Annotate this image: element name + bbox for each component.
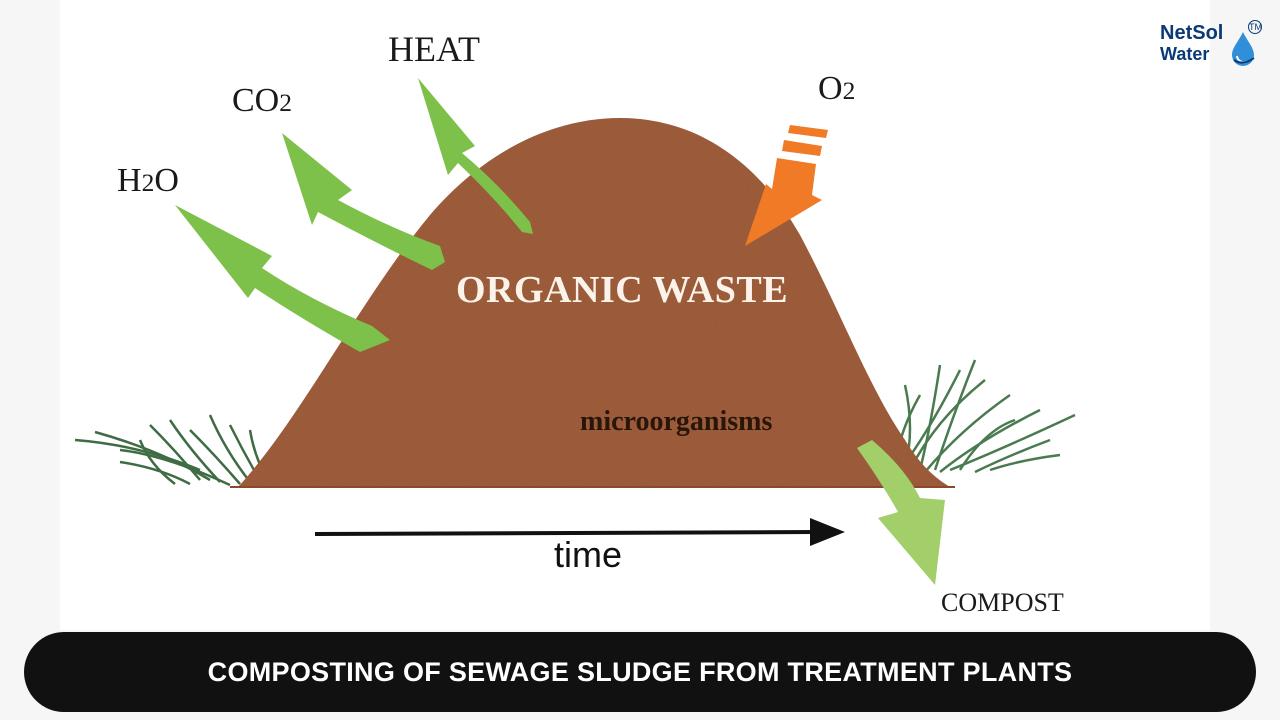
time-arrowhead: [810, 518, 845, 546]
co2-label: CO2: [232, 82, 292, 119]
h2o-subscript: 2: [141, 168, 155, 197]
logo-text-water: Water: [1160, 44, 1210, 64]
time-label: time: [554, 534, 623, 575]
grass-left: [74, 414, 301, 487]
heat-label: HEAT: [388, 29, 480, 69]
trademark-badge: TM: [1248, 20, 1262, 34]
o2-arrow: [745, 125, 828, 246]
o2-subscript: 2: [842, 76, 856, 105]
compost-arrow: [857, 440, 945, 585]
compost-label: COMPOST: [941, 588, 1064, 617]
title-banner: COMPOSTING OF SEWAGE SLUDGE FROM TREATME…: [24, 632, 1256, 712]
co2-arrow: [282, 133, 445, 270]
h2o-label: H2O: [117, 162, 179, 199]
time-arrow: [314, 530, 816, 536]
netsol-water-logo: NetSol Water TM: [1158, 20, 1262, 70]
water-drop-icon: [1232, 32, 1255, 66]
organic-waste-label: ORGANIC WASTE: [456, 269, 789, 311]
o2-label: O2: [818, 70, 856, 107]
heat-arrow: [418, 78, 533, 234]
co2-subscript: 2: [279, 88, 292, 117]
grass-right: [893, 359, 1076, 474]
h2o-arrow: [175, 205, 390, 352]
logo-text-netsol: NetSol: [1160, 22, 1224, 44]
banner-title: COMPOSTING OF SEWAGE SLUDGE FROM TREATME…: [207, 656, 1073, 687]
microorganisms-label: microorganisms: [580, 406, 773, 437]
